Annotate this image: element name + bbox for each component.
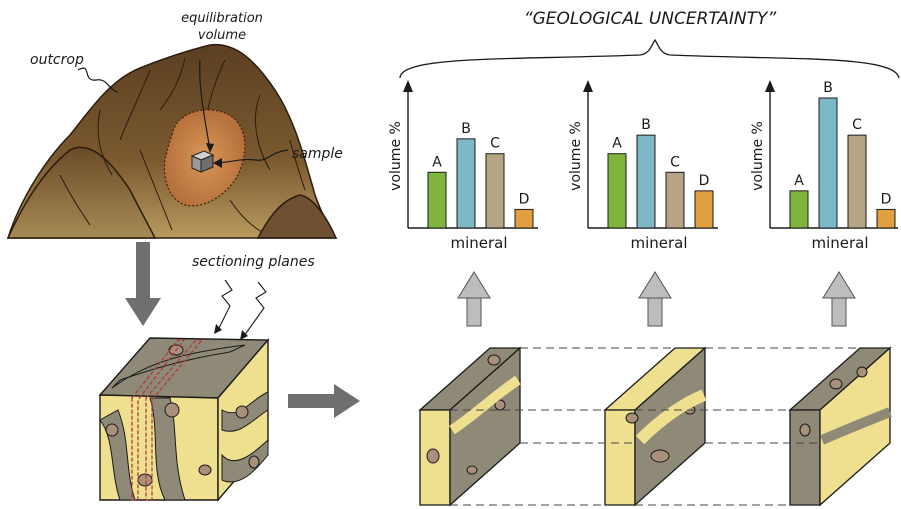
up-arrow-1	[457, 271, 491, 327]
bar-d	[514, 208, 534, 229]
x-axis-label: mineral	[450, 234, 507, 252]
sectioning-planes-label: sectioning planes	[192, 254, 315, 270]
bar-label-d: D	[881, 191, 892, 207]
sectioning-leaders	[217, 279, 267, 337]
mountain-ridge-lines	[59, 57, 306, 233]
bar-a	[427, 171, 447, 229]
bar-label-a: A	[612, 136, 622, 152]
left-hill	[6, 146, 157, 239]
volume-label: volume	[198, 28, 246, 43]
equilibration-arrowhead	[206, 143, 214, 153]
bar-b	[456, 138, 476, 229]
sample-label: sample	[292, 146, 343, 162]
y-axis-arrowhead	[403, 80, 413, 92]
outcrop-label: outcrop	[30, 52, 84, 68]
slab-alignment-lines	[450, 347, 860, 506]
section-plane-traces	[131, 339, 204, 501]
sample-block	[98, 337, 270, 502]
plane-arrowhead-1	[214, 324, 222, 334]
slab-2	[603, 346, 707, 507]
x-axis-label: mineral	[811, 234, 868, 252]
bar-c	[847, 134, 867, 229]
bar-label-a: A	[794, 173, 804, 189]
y-axis-label: volume %	[388, 121, 404, 191]
slab-3	[788, 346, 892, 507]
bar-label-c: C	[670, 154, 680, 170]
bar-chart-1: volume % mineral A B C D	[388, 80, 538, 252]
right-arrow	[288, 384, 360, 418]
sample-arrowhead	[213, 158, 222, 168]
bar-label-a: A	[432, 154, 442, 170]
x-axis-label: mineral	[630, 234, 687, 252]
bar-label-c: C	[852, 117, 862, 133]
bar-a	[607, 153, 627, 229]
slab-1	[418, 346, 522, 507]
title-brace	[399, 38, 900, 79]
bar-a	[789, 190, 809, 229]
bar-label-b: B	[641, 117, 651, 133]
label-leader-lines	[77, 59, 289, 164]
right-hill	[256, 194, 338, 239]
down-arrow	[125, 242, 161, 326]
bar-b	[818, 97, 838, 229]
bar-c	[665, 171, 685, 229]
outcrop-mountain	[6, 43, 338, 239]
up-arrow-2	[638, 271, 672, 327]
plane-arrowhead-2	[240, 330, 248, 340]
bar-c	[485, 153, 505, 229]
block-grains	[105, 344, 260, 487]
bar-b	[636, 134, 656, 229]
geological-uncertainty-title: “GEOLOGICAL UNCERTAINTY”	[524, 9, 777, 29]
bar-chart-2: volume % mineral A B C D	[568, 80, 718, 252]
bar-label-d: D	[699, 173, 710, 189]
y-axis-arrowhead	[765, 80, 775, 92]
y-axis-label: volume %	[750, 121, 766, 191]
bar-label-c: C	[490, 136, 500, 152]
up-arrow-3	[822, 271, 856, 327]
bar-label-b: B	[823, 80, 833, 96]
bar-label-d: D	[519, 191, 530, 207]
sample-cube	[190, 150, 215, 173]
bar-chart-3: volume % mineral A B C D	[750, 80, 898, 252]
y-axis-label: volume %	[568, 121, 584, 191]
y-axis-arrowhead	[583, 80, 593, 92]
bar-label-b: B	[461, 121, 471, 137]
bar-d	[694, 190, 714, 229]
equilibration-label: equilibration	[181, 11, 263, 26]
bar-d	[876, 208, 896, 229]
up-arrows	[457, 271, 856, 327]
